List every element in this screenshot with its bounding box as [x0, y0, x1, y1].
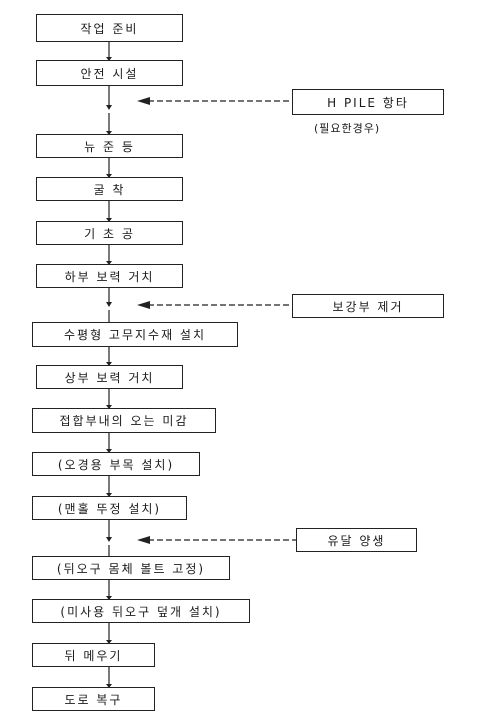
step-rubber-waterstop: 수평형 고무지수재 설치	[32, 322, 238, 347]
step-road-restoration: 도로 복구	[32, 687, 155, 711]
step-upper-placement: 상부 보력 거치	[36, 365, 183, 389]
step-joint-finish: 접합부내의 오는 미감	[32, 408, 216, 433]
step-safety-facility: 안전 시설	[36, 60, 183, 86]
side-support-removal: 보강부 제거	[292, 294, 444, 318]
side-h-pile-note: (필요한경우)	[314, 122, 381, 135]
step-cover-install: (미사용 뒤오구 덮개 설치)	[32, 599, 250, 623]
step-excavation: 굴 착	[36, 177, 183, 201]
step-work-preparation: 작업 준비	[36, 14, 183, 42]
step-backfill: 뒤 메우기	[32, 643, 155, 667]
step-bolt-fixing: (뒤오구 몸체 볼트 고정)	[32, 556, 230, 580]
side-h-pile: H PILE 항타	[292, 89, 444, 115]
step-3: 뉴 준 등	[36, 134, 183, 158]
step-foundation: 기 초 공	[36, 221, 183, 245]
step-lower-placement: 하부 보력 거치	[36, 264, 183, 288]
step-9: (오경용 부목 설치)	[32, 452, 200, 476]
step-manhole-cover: (맨홀 뚜정 설치)	[32, 496, 187, 520]
side-curing: 유달 양생	[296, 528, 417, 552]
